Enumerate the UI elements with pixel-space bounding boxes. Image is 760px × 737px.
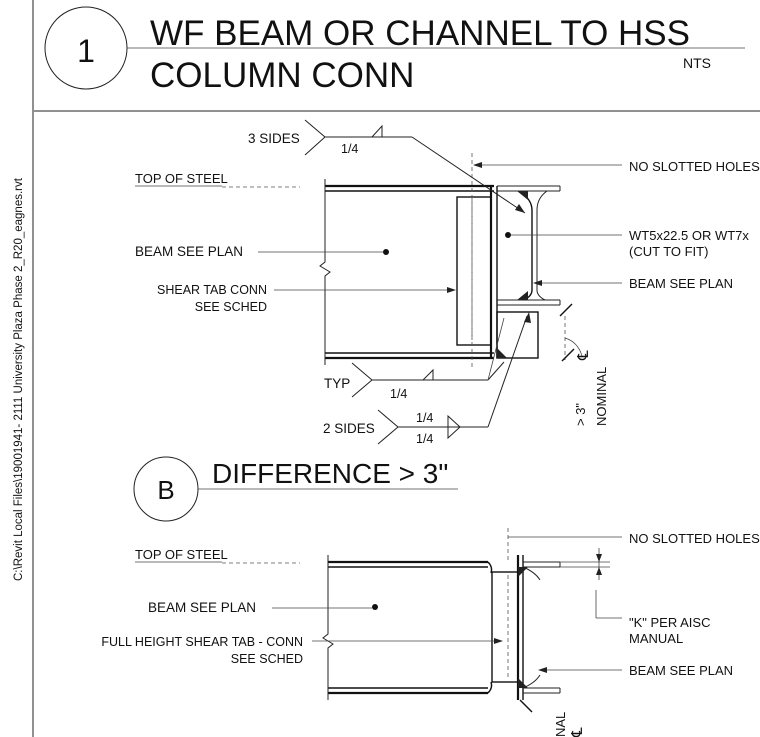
b-full-height-tab-label-line1: FULL HEIGHT SHEAR TAB - CONN [101,635,303,649]
beam-see-plan-left-label: BEAM SEE PLAN [135,244,243,259]
b-top-of-steel-label: TOP OF STEEL [135,547,228,562]
beam-see-plan-right-label: BEAM SEE PLAN [629,276,733,291]
detail-number: 1 [77,33,95,69]
nominal-dim-label-line2: NOMINAL [594,367,609,426]
shear-tab-label-line2: SEE SCHED [195,300,267,314]
shear-tab [456,196,492,346]
top-of-steel-label: TOP OF STEEL [135,171,228,186]
weld-2-sides-label: 2 SIDES [323,421,375,436]
b-nominal-partial-label: NAL [553,712,568,737]
wt-section-label-line2: (CUT TO FIT) [629,244,708,259]
no-slotted-holes-label: NO SLOTTED HOLES [629,159,760,174]
b-centerline-symbol: ℄ [569,727,586,737]
wt-section-label-line1: WT5x22.5 OR WT7x [629,228,749,243]
b-beam-see-plan-right-label: BEAM SEE PLAN [629,663,733,678]
detailB-leaders [272,536,622,673]
detail1-drawing [222,153,583,368]
b-k-per-aisc-label-line2: MANUAL [629,631,683,646]
detail-letter: B [157,475,174,505]
detail1-leaders [135,119,622,445]
centerline-symbol: ℄ [575,350,592,361]
file-path-label: C:\Revit Local Files\19001941- 2111 Univ… [13,177,25,581]
detail-title-line1: WF BEAM OR CHANNEL TO HSS [150,14,690,53]
weld-size-2a-label: 1/4 [416,411,433,425]
weld-size-2b-label: 1/4 [416,432,433,446]
detail-scale-label: NTS [683,55,711,71]
shear-tab-label-line1: SHEAR TAB CONN [157,283,267,297]
weld-size-top-label: 1/4 [341,142,358,156]
weld-3-sides-label: 3 SIDES [248,131,300,146]
full-height-shear-tab [491,571,519,683]
b-no-slotted-holes-label: NO SLOTTED HOLES [629,531,760,546]
detail-title-line2: COLUMN CONN [150,56,414,95]
b-full-height-tab-label-line2: SEE SCHED [231,652,303,666]
weld-size-typ-label: 1/4 [390,387,407,401]
nominal-dim-label-line1: > 3" [573,403,588,426]
weld-typ-label: TYP [324,376,350,391]
b-k-per-aisc-label-line1: "K" PER AISC [629,615,710,630]
detail-b-title: DIFFERENCE > 3" [212,458,448,489]
b-beam-see-plan-left-label: BEAM SEE PLAN [148,600,256,615]
